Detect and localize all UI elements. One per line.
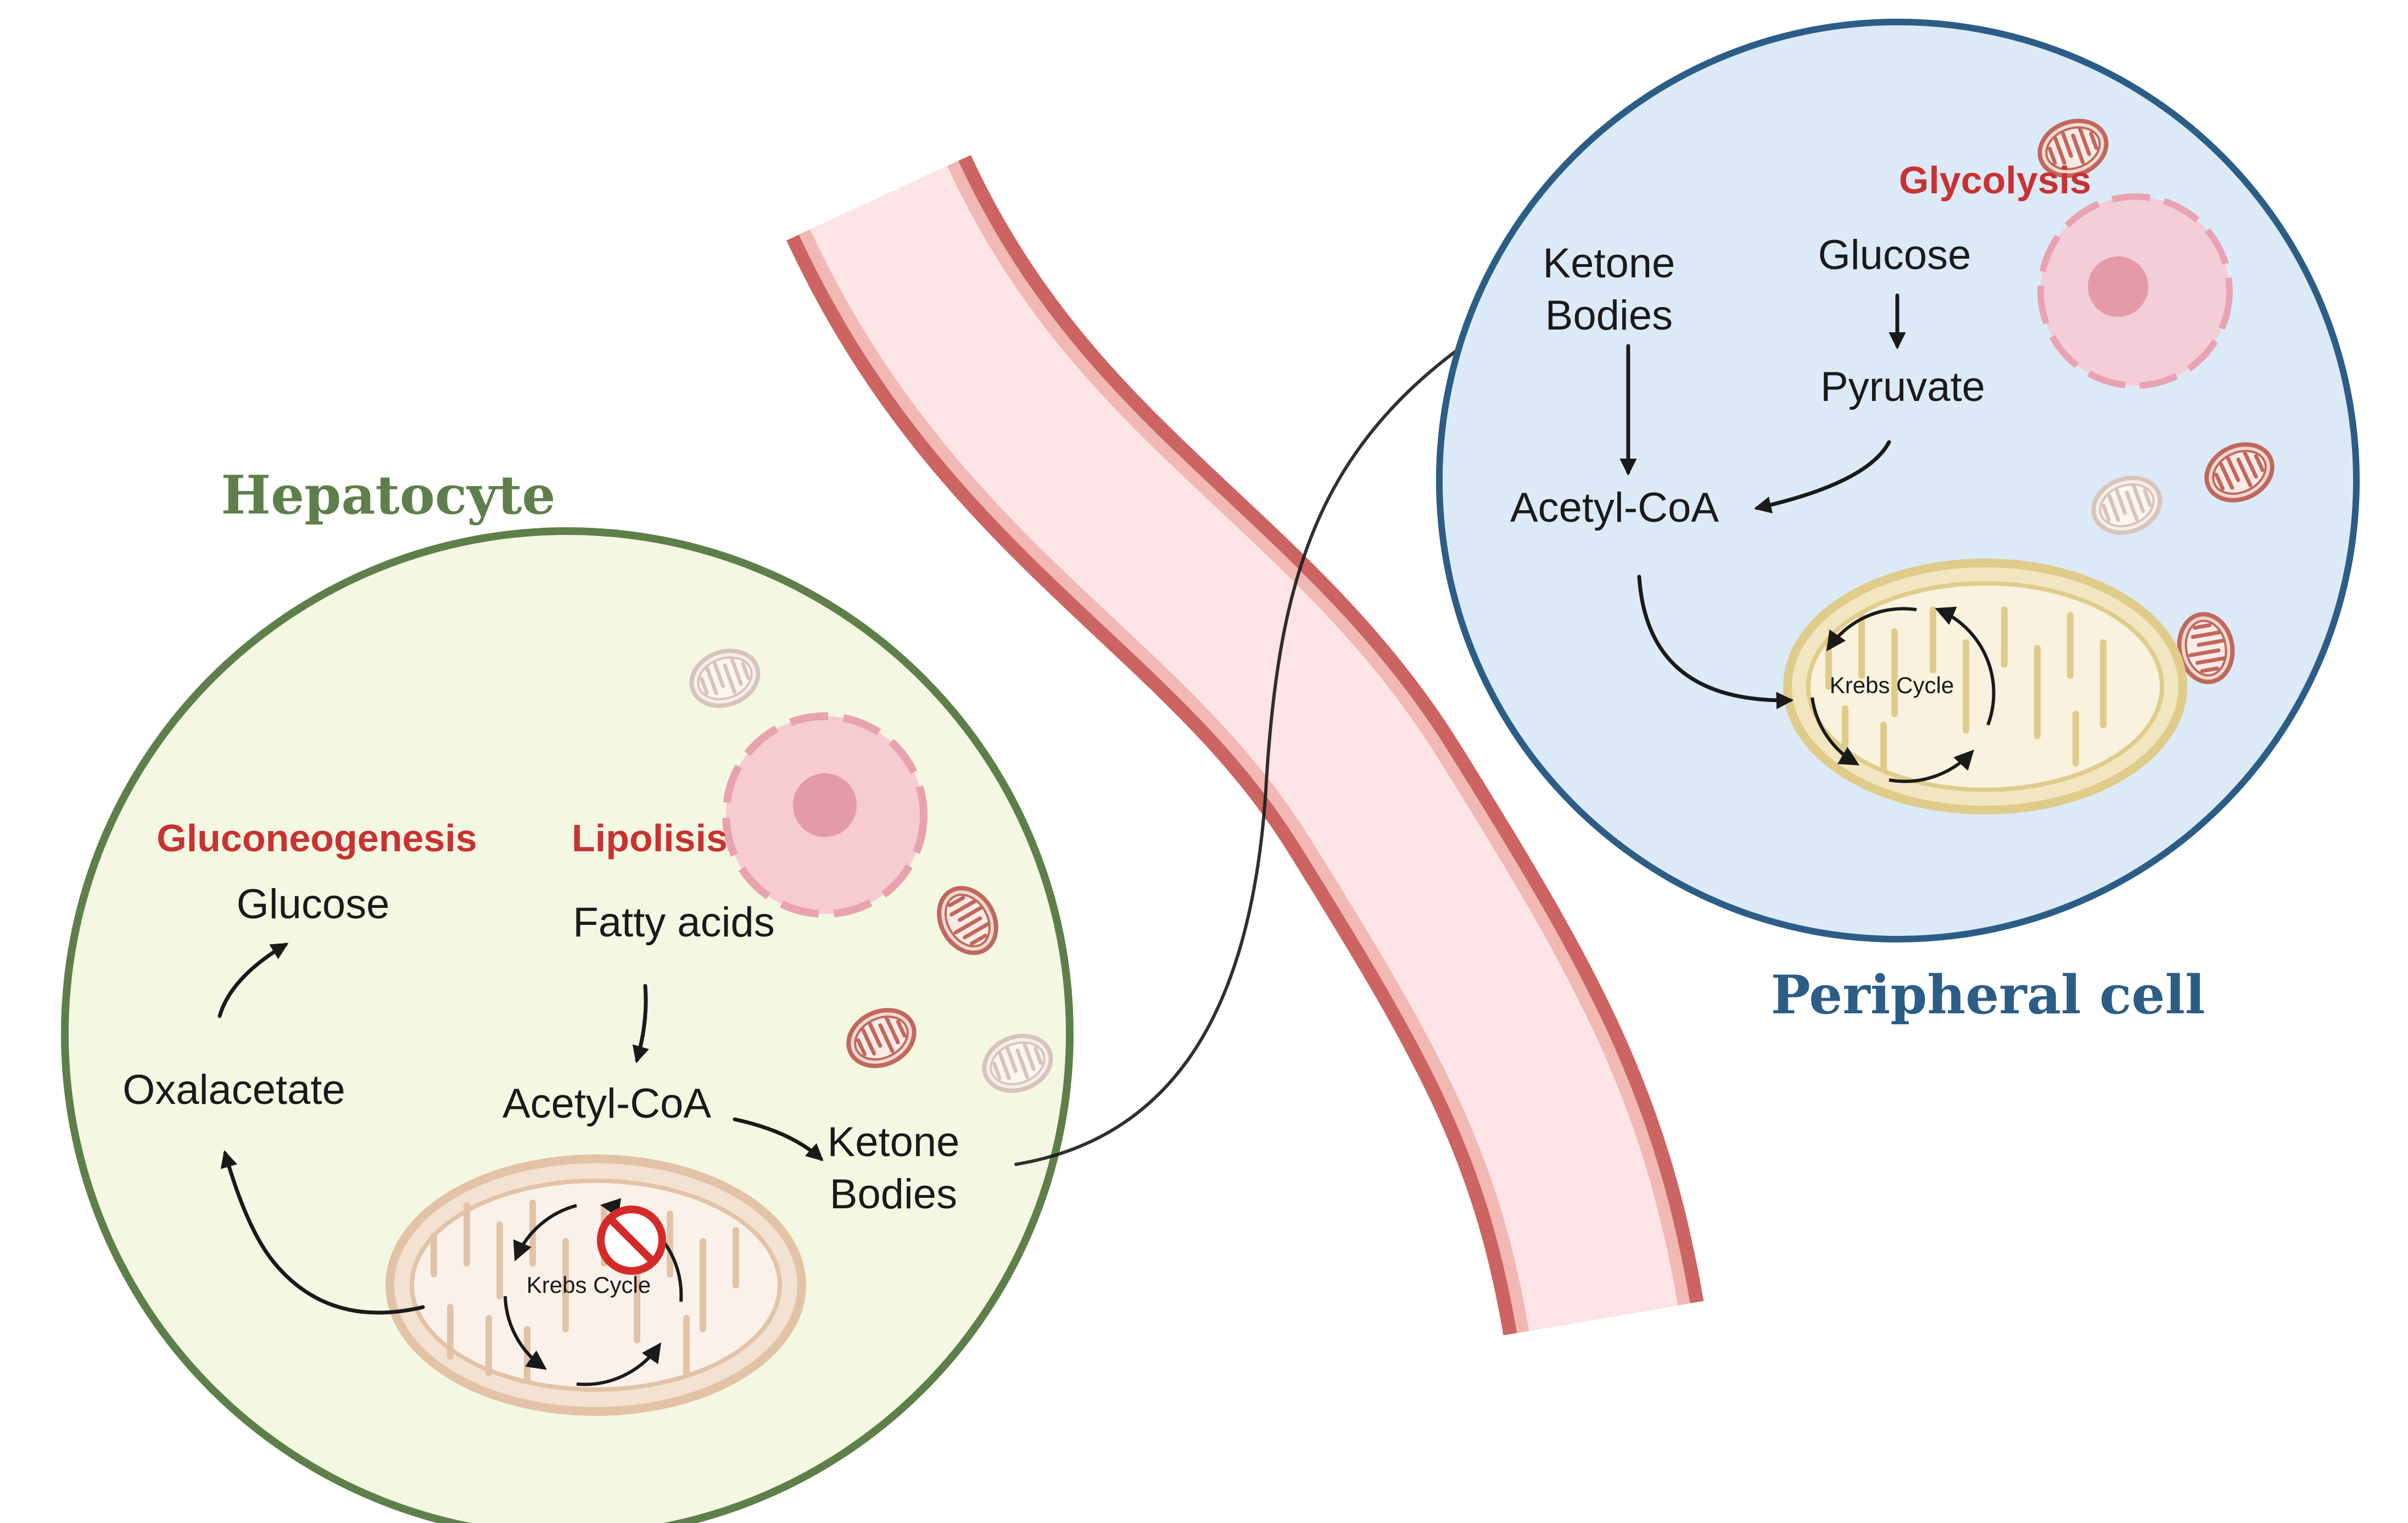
- arrow-acetyl-coa-to-krebs: [1637, 574, 1794, 710]
- hepatocyte-cell: Krebs Cycle Gluconeogenesis Lipolisis Gl…: [61, 527, 1074, 1523]
- acetyl-coa-label: Acetyl-CoA: [502, 1080, 711, 1127]
- acetyl-coa-label: Acetyl-CoA: [1510, 484, 1719, 531]
- oxalacetate-label: Oxalacetate: [122, 1067, 345, 1113]
- ketone-bodies-label-line1: Ketone: [828, 1119, 960, 1165]
- arrow-krebs-to-oxalacetate: [220, 1150, 425, 1315]
- prohibited-icon: [597, 1206, 666, 1275]
- gluconeogenesis-label: Gluconeogenesis: [157, 817, 477, 860]
- hepatocyte-mitochondrion: Krebs Cycle: [385, 1154, 806, 1416]
- fatty-acids-label: Fatty acids: [573, 899, 774, 946]
- ketone-bodies-label-line2: Bodies: [1545, 292, 1673, 339]
- peripheral-cell: Krebs Cycle Glycolysis Glucose Pyruvate …: [1436, 19, 2360, 942]
- nucleus-icon: [722, 712, 928, 918]
- glucose-label: Glucose: [1818, 232, 1971, 278]
- glycolysis-label: Glycolysis: [1899, 159, 2091, 202]
- arrow-fatty-acids-to-acetyl-coa: [632, 984, 650, 1064]
- krebs-cycle-label: Krebs Cycle: [527, 1272, 651, 1298]
- peripheral-cell-title: Peripheral cell: [1771, 964, 2205, 1026]
- lipolisis-label: Lipolisis: [572, 817, 728, 860]
- hepatocyte-title: Hepatocyte: [221, 464, 555, 526]
- krebs-cycle-label: Krebs Cycle: [1830, 672, 1954, 698]
- arrow-acetyl-coa-to-ketone: [733, 1117, 824, 1162]
- arrow-pyruvate-to-acetyl-coa: [1753, 440, 1891, 514]
- ketone-bodies-label-line1: Ketone: [1543, 240, 1675, 287]
- pyruvate-label: Pyruvate: [1820, 364, 1985, 410]
- nucleus-icon: [2037, 193, 2233, 389]
- ketone-bodies-label-line2: Bodies: [830, 1171, 957, 1218]
- blood-vessel: [786, 154, 1704, 1336]
- peripheral-mitochondrion: Krebs Cycle: [1783, 559, 2187, 815]
- arrow-ketone-transport: [1014, 298, 1538, 1166]
- glucose-label: Glucose: [237, 881, 390, 928]
- arrow-oxalacetate-to-glucose: [217, 942, 289, 1018]
